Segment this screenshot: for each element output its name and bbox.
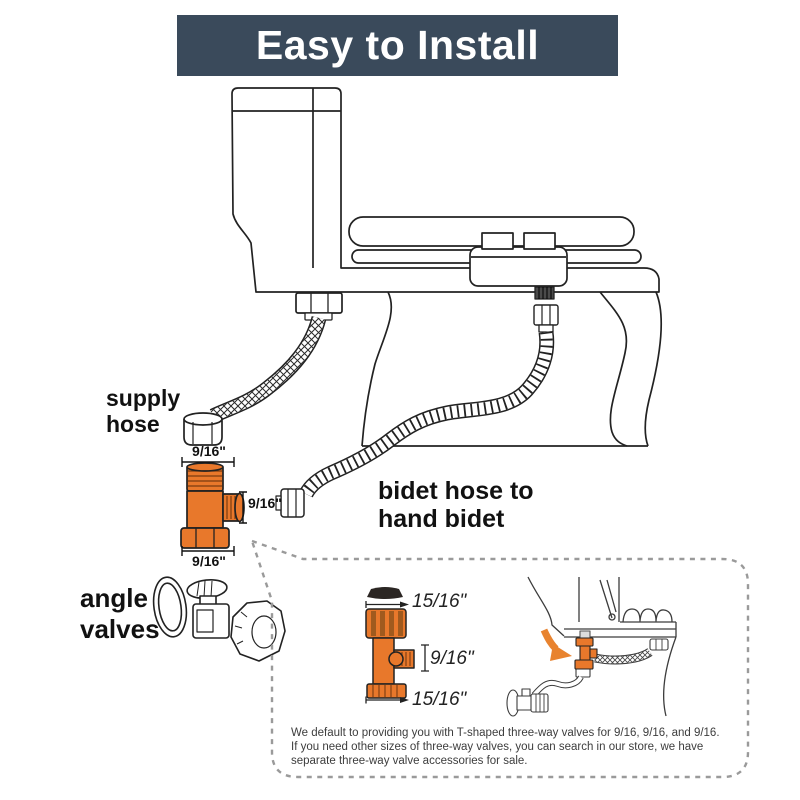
bidet-knob-left [481,232,514,250]
orange-arrow-icon [540,628,572,661]
mini-t-valve [574,630,598,670]
valve-top-dimension: 9/16" [192,443,226,459]
dimension-lines [181,457,247,556]
t-valve-bottom-nut [180,527,230,549]
valve-side-dimension: 9/16" [248,495,282,511]
toilet-pedestal [361,291,663,447]
toilet-tank [231,87,660,293]
inset-dimension-lines [365,601,429,704]
bidet-hose-label: bidet hose to hand bidet [378,477,534,533]
valve-black-cap [367,587,403,599]
t-valve-side-outlet [222,492,245,523]
threaded-inlet [534,286,555,300]
inset-note: We default to providing you with T-shape… [291,726,743,768]
page-title: Easy to Install [255,22,540,68]
attachment-nut [533,304,559,333]
inset-note-line-1: We default to providing you with T-shape… [291,727,720,739]
supply-hose-drawing [183,315,327,446]
bidet-hose-nut [275,488,305,518]
title-banner: Easy to Install [177,15,618,76]
inset-valve-top-dimension: 15/16" [412,591,467,612]
angle-valve-drawing [152,576,286,662]
inset-note-line-3: separate three-way valve accessories for… [291,755,528,767]
inset-note-line-2: If you need other sizes of three-way val… [291,741,704,753]
t-valve [180,462,245,549]
tank-fill-nut [295,292,343,321]
mini-hose-nut [649,638,669,651]
supply-hose-nut [183,412,223,446]
inset-valve-drawing [365,587,429,704]
bidet-attachment [469,232,568,333]
inset-installation-drawing [506,576,677,717]
seat-bumps [622,608,673,623]
inset-valve-bottom-dimension: 15/16" [412,689,467,710]
toilet-drawing [152,87,663,662]
bidet-knob-right [523,232,556,250]
inset-valve-side-dimension: 9/16" [430,648,474,669]
supply-hose-label: supply hose [106,385,181,437]
mini-angle-valve [506,688,549,717]
inset-valve-bottom-thread [366,683,407,699]
angle-valves-label: angle valves [80,583,160,644]
bidet-hose [275,330,555,518]
valve-bottom-dimension: 9/16" [192,553,226,569]
